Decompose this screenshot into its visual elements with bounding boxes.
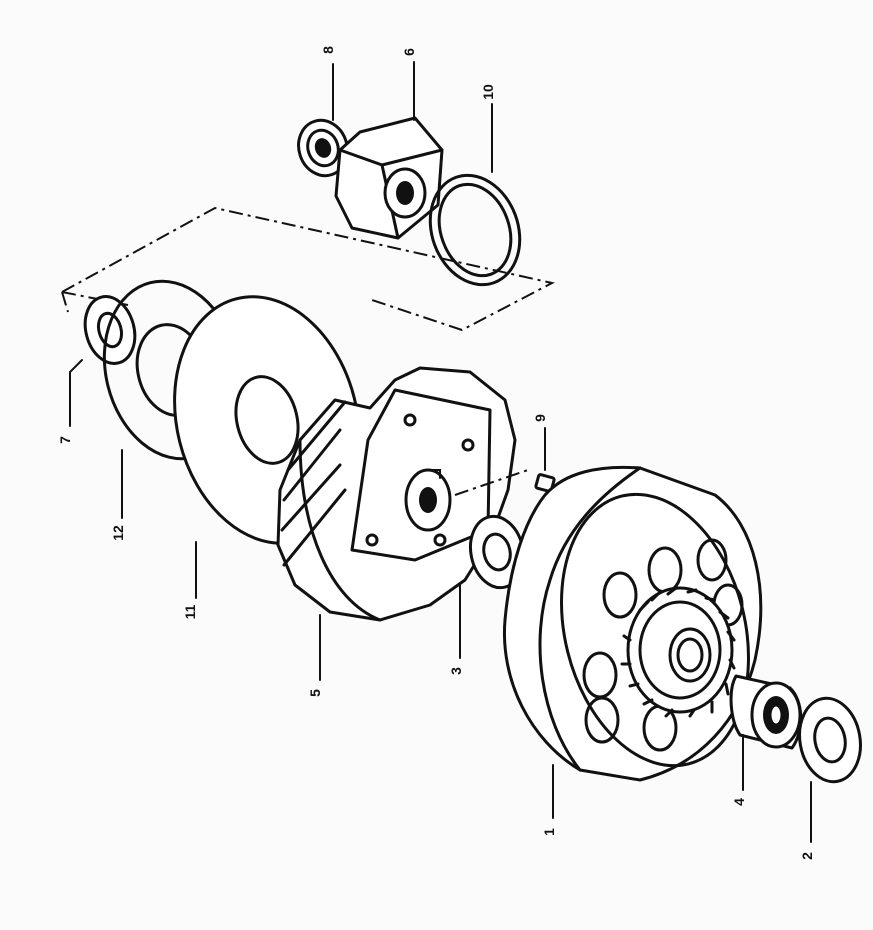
callout-11: 11 bbox=[182, 604, 198, 619]
part-5-clutch-shoe[interactable] bbox=[276, 366, 517, 622]
callout-5: 5 bbox=[307, 689, 323, 697]
callout-10: 10 bbox=[480, 84, 496, 100]
callout-1: 1 bbox=[541, 828, 557, 836]
leader-lines bbox=[69, 61, 812, 843]
callout-3: 3 bbox=[448, 667, 464, 675]
callout-6: 6 bbox=[401, 48, 417, 56]
part-8-bearing[interactable] bbox=[292, 114, 355, 182]
part-1-clutch-housing[interactable] bbox=[502, 465, 775, 785]
part-6-nut[interactable] bbox=[334, 116, 444, 240]
part-10-o-ring[interactable] bbox=[415, 163, 534, 298]
part-7-washer[interactable] bbox=[78, 291, 142, 369]
drive-gear bbox=[620, 586, 736, 718]
callout-7: 7 bbox=[57, 436, 73, 444]
callout-2: 2 bbox=[799, 852, 815, 860]
key-guide-line bbox=[454, 469, 529, 496]
callout-4: 4 bbox=[731, 798, 747, 806]
grouping-outline bbox=[61, 206, 555, 332]
callout-9: 9 bbox=[532, 414, 548, 422]
part-4-bushing[interactable] bbox=[729, 674, 803, 750]
part-9-key[interactable] bbox=[534, 473, 556, 493]
part-2-washer[interactable] bbox=[793, 693, 867, 786]
callout-8: 8 bbox=[320, 46, 336, 54]
callout-12: 12 bbox=[110, 525, 126, 541]
